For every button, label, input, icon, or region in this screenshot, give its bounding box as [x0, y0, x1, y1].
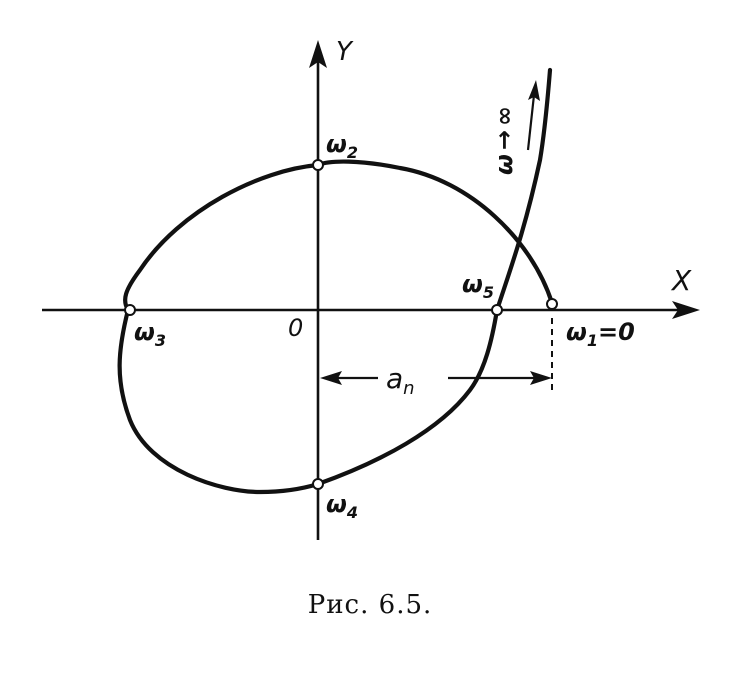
- origin-label: 0: [288, 314, 303, 342]
- svg-text:ω3: ω3: [134, 318, 166, 350]
- dimension-label: an: [386, 362, 415, 399]
- hodograph-curve: [117, 67, 555, 495]
- label-omega5: ω5: [462, 270, 494, 302]
- svg-text:an: an: [386, 362, 415, 399]
- x-axis-label: X: [670, 264, 692, 297]
- figure-caption: Рис. 6.5.: [307, 590, 433, 620]
- label-omega1: ω1=0: [566, 318, 635, 350]
- svg-text:ω2: ω2: [326, 130, 358, 162]
- branch-direction-line: [526, 94, 536, 151]
- svg-text:ω5: ω5: [462, 270, 494, 302]
- svg-text:ω4: ω4: [326, 490, 358, 522]
- label-omega3: ω3: [134, 318, 166, 350]
- point-omega3: [124, 304, 136, 316]
- y-axis-arrow: [309, 40, 327, 68]
- dimension-arrow-right: [530, 371, 552, 385]
- x-axis-arrow: [672, 301, 700, 319]
- label-omega4: ω4: [326, 490, 358, 522]
- svg-text:ω→∞: ω→∞: [490, 106, 518, 175]
- point-omega1: [546, 298, 558, 310]
- point-omega2: [312, 159, 324, 171]
- point-omega5: [491, 304, 503, 316]
- branch-direction-arrow: [528, 80, 540, 101]
- y-axis-label: Y: [336, 37, 354, 67]
- dimension-arrow-left: [320, 371, 342, 385]
- svg-text:ω1=0: ω1=0: [566, 318, 635, 350]
- point-omega4: [312, 478, 324, 490]
- branch-limit-label: ω→∞: [490, 106, 518, 175]
- label-omega2: ω2: [326, 130, 358, 162]
